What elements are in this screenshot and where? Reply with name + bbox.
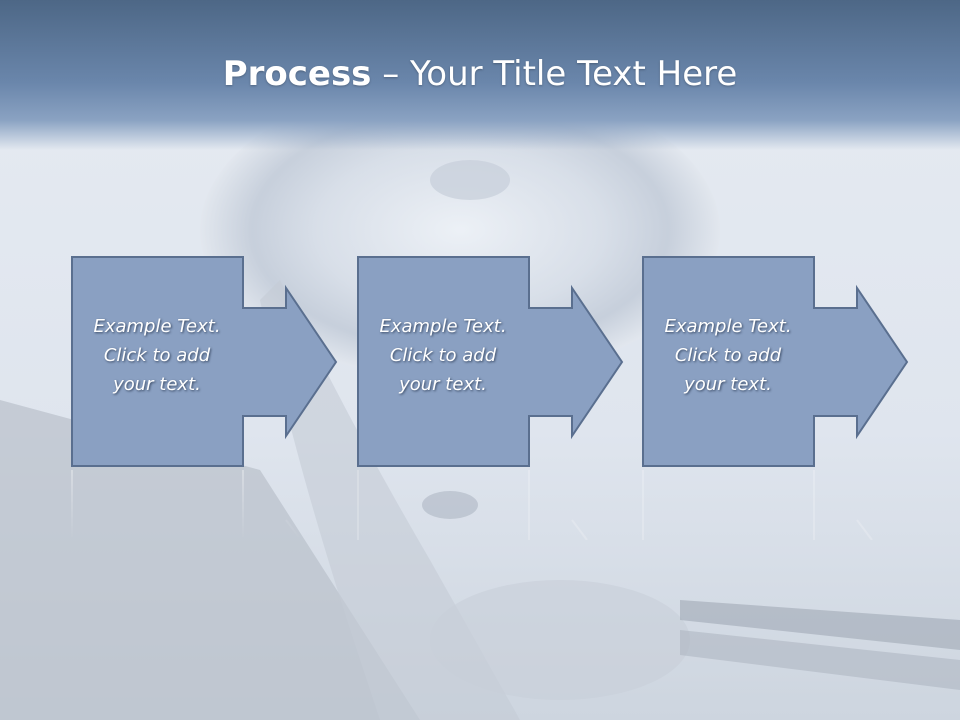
slide-title[interactable]: Process – Your Title Text Here [0, 52, 960, 96]
step-line-3: your text. [684, 374, 772, 395]
step-line-2: Click to add [103, 345, 211, 366]
title-bar [0, 0, 960, 150]
step-line-3: your text. [399, 374, 487, 395]
step-line-2: Click to add [674, 345, 782, 366]
step-reflection-3 [642, 470, 873, 540]
step-line-2: Click to add [389, 345, 497, 366]
arrow-box-shape [357, 256, 624, 467]
title-rest: – Your Title Text Here [371, 54, 738, 94]
step-line-3: your text. [113, 374, 201, 395]
process-step-3[interactable]: Example Text. Click to add your text. [642, 256, 912, 468]
step-text[interactable]: Example Text. Click to add your text. [642, 312, 814, 399]
arrow-box-shape [642, 256, 909, 467]
step-line-1: Example Text. [93, 316, 221, 337]
step-reflection-2 [357, 470, 588, 540]
arrow-box-shape [71, 256, 338, 467]
step-line-1: Example Text. [664, 316, 792, 337]
process-step-2[interactable]: Example Text. Click to add your text. [357, 256, 627, 468]
step-text[interactable]: Example Text. Click to add your text. [71, 312, 243, 399]
step-reflection-1 [71, 470, 302, 540]
step-text[interactable]: Example Text. Click to add your text. [357, 312, 529, 399]
step-line-1: Example Text. [379, 316, 507, 337]
title-bold: Process [222, 54, 372, 94]
process-step-1[interactable]: Example Text. Click to add your text. [71, 256, 341, 468]
